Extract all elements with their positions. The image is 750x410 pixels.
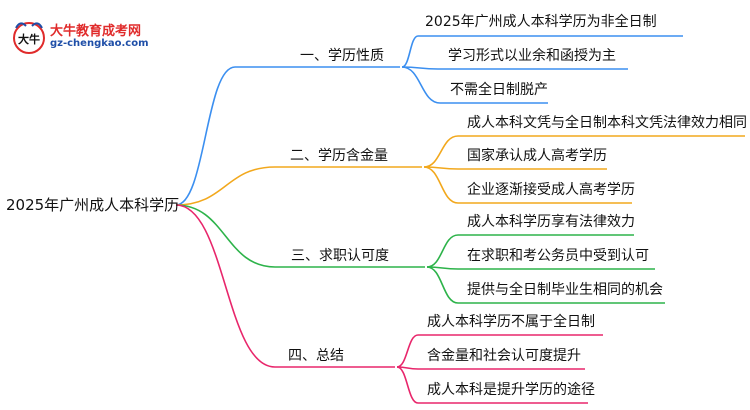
- branch-1-leaf-2-connector: [401, 66, 628, 70]
- branch-1-leaf-3: 不需全日制脱产: [450, 82, 548, 98]
- branch-3-connector: [175, 204, 425, 268]
- branch-2-leaf-1: 成人本科文凭与全日制本科文凭法律效力相同: [467, 115, 747, 131]
- branch-4-connector: [175, 204, 395, 368]
- bull-logo-icon: 大牛: [13, 22, 45, 54]
- branch-1-leaf-2: 学习形式以业余和函授为主: [448, 48, 616, 64]
- site-logo[interactable]: 大牛 大牛教育成考网 gz-chengkao.com: [8, 18, 208, 58]
- branch-2-leaf-3: 企业逐渐接受成人高考学历: [467, 182, 635, 198]
- logo-url: gz-chengkao.com: [50, 38, 149, 49]
- logo-name: 大牛教育成考网: [50, 24, 142, 39]
- branch-1-connector: [175, 66, 400, 206]
- branch-2-leaf-2: 国家承认成人高考学历: [467, 148, 607, 164]
- root-node: 2025年广州成人本科学历: [6, 196, 180, 214]
- branch-2-leaf-1-connector: [423, 135, 745, 168]
- logo-mark-text: 大牛: [18, 32, 40, 46]
- branch-1-leaf-1: 2025年广州成人本科学历为非全日制: [425, 14, 657, 30]
- branch-2-leaf-2-connector: [423, 166, 607, 170]
- branch-2-connector: [175, 166, 422, 206]
- branch-4-label: 四、总结: [288, 348, 344, 364]
- branch-3-leaf-1: 成人本科学历享有法律效力: [467, 214, 635, 230]
- branch-4-leaf-3: 成人本科是提升学历的途径: [427, 382, 595, 398]
- branch-3-leaf-3: 提供与全日制毕业生相同的机会: [467, 282, 663, 298]
- branch-3-leaf-2: 在求职和考公务员中受到认可: [467, 248, 649, 264]
- branch-4-leaf-2: 含金量和社会认可度提升: [427, 348, 581, 364]
- branch-3-label: 三、求职认可度: [291, 248, 389, 264]
- branch-4-leaf-3-connector: [396, 366, 588, 404]
- branch-1-leaf-1-connector: [401, 35, 683, 68]
- branch-1-label: 一、学历性质: [300, 48, 384, 64]
- branch-3-leaf-2-connector: [426, 266, 655, 270]
- branch-4-leaf-1-connector: [396, 334, 603, 368]
- branch-1-leaf-3-connector: [401, 66, 548, 104]
- branch-2-label: 二、学历含金量: [290, 148, 388, 164]
- branch-2-leaf-3-connector: [423, 166, 632, 204]
- branch-4-leaf-2-connector: [396, 366, 585, 370]
- branch-3-leaf-1-connector: [426, 234, 634, 268]
- branch-3-leaf-3-connector: [426, 266, 665, 304]
- branch-4-leaf-1: 成人本科学历不属于全日制: [427, 314, 595, 330]
